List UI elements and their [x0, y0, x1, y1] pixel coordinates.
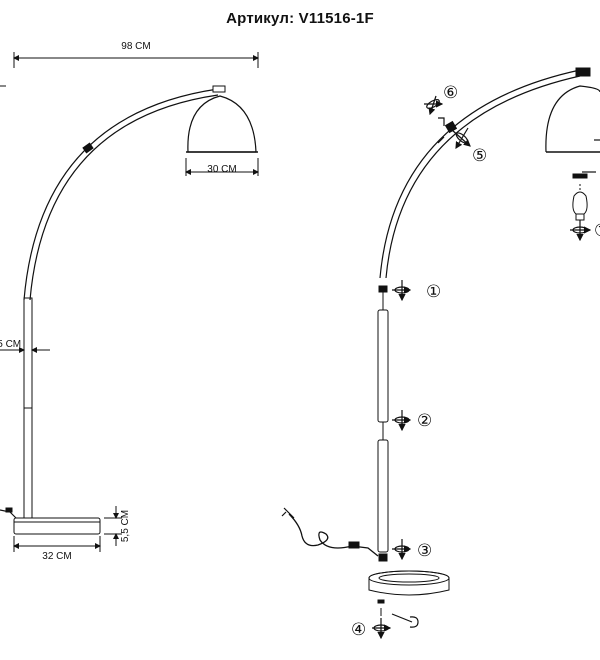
step-label-6: ⑥	[443, 83, 458, 103]
assembly-view	[281, 67, 600, 628]
dim-shade-diameter: 30 CM	[207, 164, 236, 175]
article-title: Артикул: V11516-1F	[226, 10, 374, 27]
rotate-icon-4	[372, 618, 392, 640]
dim-width-total: 98 CM	[121, 41, 150, 52]
rotate-icon-2	[392, 410, 412, 432]
step-label-2: ②	[417, 411, 432, 431]
dimensioned-view	[0, 52, 259, 552]
step-label-5: ⑤	[472, 146, 487, 166]
dim-base-height: 5,5 CM	[120, 510, 131, 542]
rotate-icon-5	[451, 127, 471, 150]
step-label-4: ④	[351, 620, 366, 640]
step-label-1: ①	[426, 282, 441, 302]
dim-pole-diameter: 2,5 CM	[0, 339, 21, 350]
step-label-3: ③	[417, 541, 432, 561]
step-label-7: ⑦	[594, 221, 600, 241]
rotate-icon-3	[392, 539, 412, 561]
rotate-icon-7	[570, 220, 592, 242]
rotate-icon-6	[424, 95, 444, 116]
dim-base-width: 32 CM	[42, 551, 71, 562]
rotate-icon-1	[392, 280, 412, 302]
